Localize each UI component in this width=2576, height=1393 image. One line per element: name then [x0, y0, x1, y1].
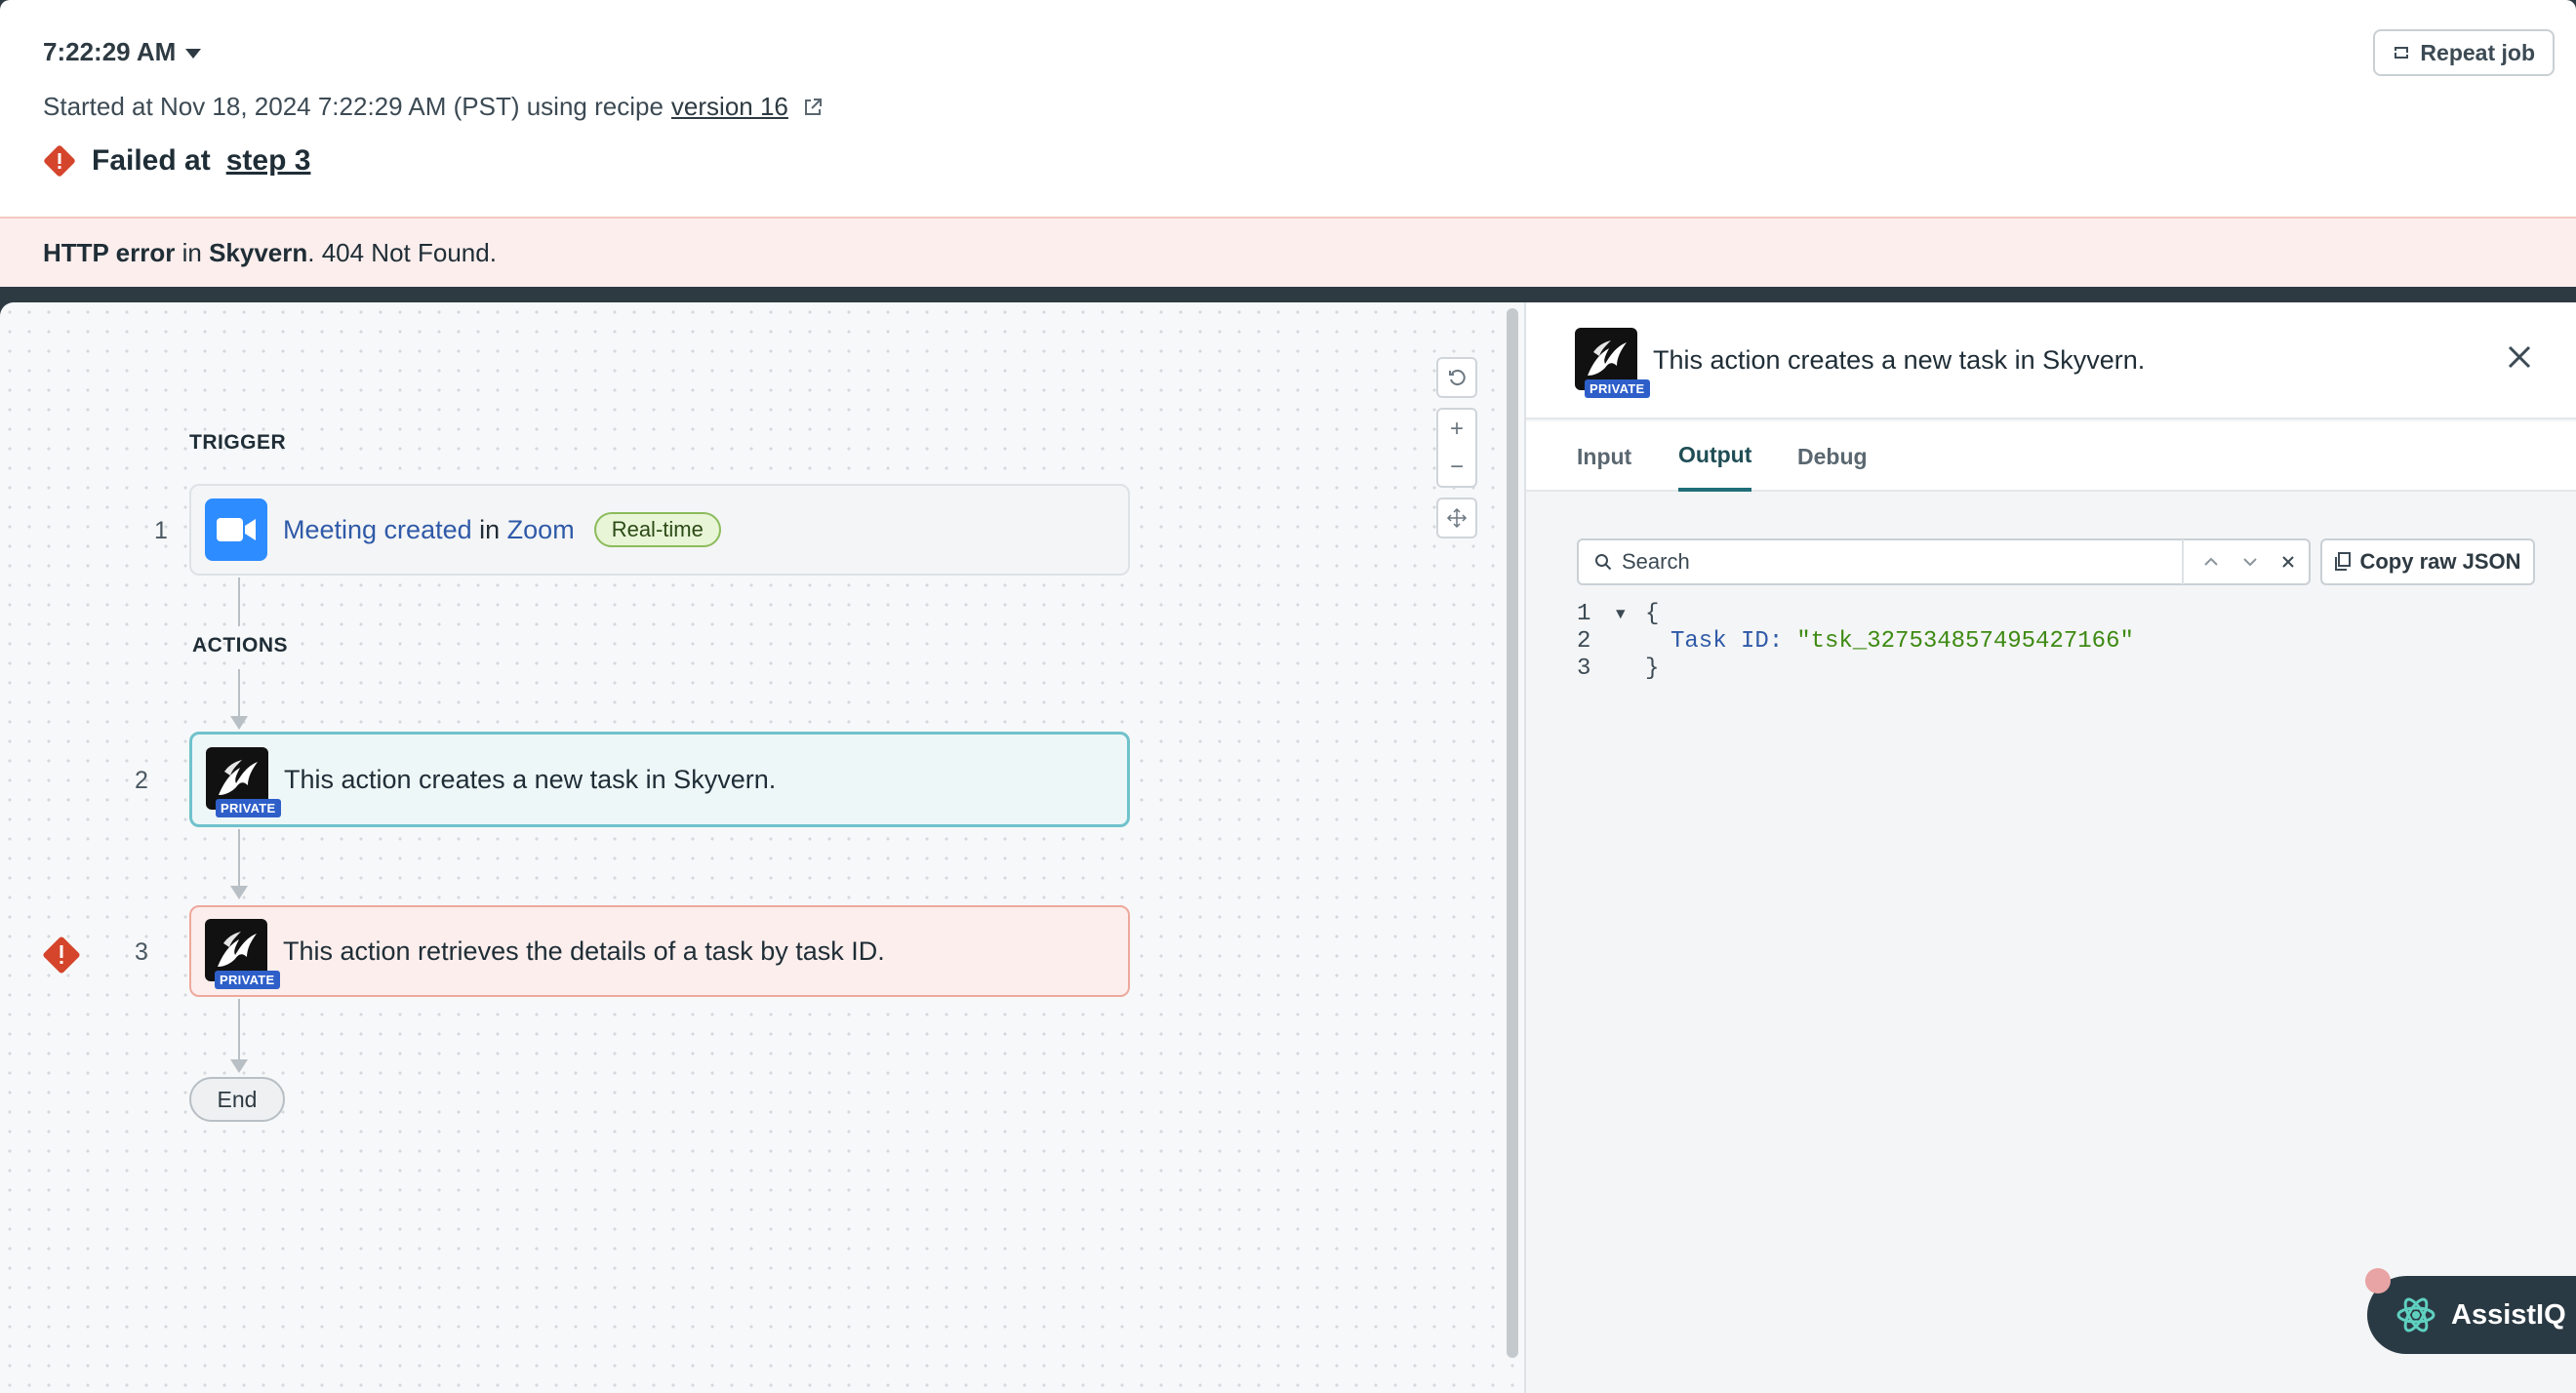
- zoom-app-icon: [205, 498, 267, 561]
- step-number-3: 3: [135, 938, 148, 966]
- realtime-badge: Real-time: [593, 512, 721, 547]
- dragon-icon: [1588, 340, 1627, 376]
- code-line: 3 }: [1577, 656, 2134, 683]
- fit-view-icon: [1446, 507, 1468, 529]
- external-link-icon[interactable]: [802, 97, 824, 118]
- error-banner: HTTP error in Skyvern . 404 Not Found.: [0, 217, 2576, 287]
- code-line: 1 ▼ {: [1577, 601, 2134, 628]
- skyvern-logo: PRIVATE: [205, 919, 280, 989]
- search-icon: [1595, 554, 1612, 571]
- step-card-trigger[interactable]: Meeting created in Zoom Real-time: [189, 484, 1130, 576]
- step-number-2: 2: [135, 767, 148, 794]
- fit-view-button[interactable]: [1436, 498, 1477, 538]
- search-nav: [2182, 539, 2309, 584]
- error-in: in: [181, 237, 202, 267]
- zoom-controls: + −: [1436, 408, 1477, 488]
- zoom-in-icon[interactable]: +: [1449, 415, 1464, 442]
- repeat-job-button[interactable]: Repeat job: [2373, 29, 2555, 76]
- job-time-dropdown[interactable]: 7:22:29 AM: [43, 37, 202, 67]
- code-line: 2 Task ID: "tsk_327534857495427166": [1577, 628, 2134, 656]
- json-output: 1 ▼ { 2 Task ID: "tsk_327534857495427166…: [1577, 601, 2134, 683]
- skyvern-logo: PRIVATE: [1575, 328, 1650, 398]
- actions-section-label: ACTIONS: [192, 634, 288, 657]
- failed-status: Failed at step 3: [43, 144, 310, 178]
- dragon-icon: [219, 760, 258, 795]
- line-number: 1: [1577, 601, 1591, 627]
- failed-step-link[interactable]: step 3: [225, 144, 311, 177]
- recipe-version-link[interactable]: version 16: [670, 92, 788, 121]
- clear-search-icon[interactable]: [2281, 555, 2295, 569]
- step-3-text: This action retrieves the details of a t…: [283, 935, 885, 966]
- json-close-brace: }: [1645, 656, 1660, 682]
- assistiq-button[interactable]: AssistIQ: [2367, 1276, 2576, 1354]
- trigger-event-link[interactable]: Meeting created: [283, 514, 472, 544]
- error-type: HTTP error: [43, 237, 176, 267]
- step-number-1: 1: [154, 517, 168, 544]
- reset-view-button[interactable]: [1436, 357, 1477, 398]
- close-icon[interactable]: [2504, 341, 2535, 373]
- error-app: Skyvern: [209, 237, 308, 267]
- trigger-section-label: TRIGGER: [189, 431, 287, 454]
- canvas-scrollbar[interactable]: [1507, 308, 1518, 1358]
- tab-debug[interactable]: Debug: [1797, 443, 1868, 469]
- panel-tabs: Input Output Debug: [1526, 421, 2576, 492]
- trigger-joiner: in: [479, 514, 501, 544]
- repeat-icon: [2395, 47, 2409, 59]
- end-node: End: [189, 1077, 285, 1122]
- private-tag: PRIVATE: [216, 799, 281, 817]
- repeat-job-label: Repeat job: [2420, 39, 2535, 65]
- notification-dot: [2365, 1268, 2391, 1294]
- arrow-down-icon: [230, 886, 248, 899]
- json-key: Task ID:: [1670, 628, 1784, 655]
- private-tag: PRIVATE: [1585, 379, 1650, 398]
- search-input[interactable]: [1622, 542, 2149, 581]
- job-header: 7:22:29 AM Started at Nov 18, 2024 7:22:…: [0, 0, 2576, 217]
- failed-label: Failed at: [92, 144, 211, 177]
- panel-title: This action creates a new task in Skyver…: [1653, 344, 2146, 375]
- step-error-icon: [43, 936, 80, 974]
- dragon-icon: [218, 932, 257, 967]
- panel-header: PRIVATE This action creates a new task i…: [1526, 302, 2576, 419]
- chevron-down-icon[interactable]: [2242, 556, 2258, 568]
- line-number: 3: [1577, 656, 1591, 682]
- trigger-app-link[interactable]: Zoom: [506, 514, 575, 544]
- atom-icon: [2396, 1297, 2435, 1333]
- step-detail-panel: PRIVATE This action creates a new task i…: [1524, 302, 2576, 1393]
- skyvern-logo: PRIVATE: [206, 747, 281, 817]
- step-card-get-task[interactable]: PRIVATE This action retrieves the detail…: [189, 905, 1130, 997]
- line-number: 2: [1577, 628, 1591, 655]
- private-tag: PRIVATE: [215, 971, 280, 989]
- connector-line: [238, 577, 240, 626]
- copy-icon: [2335, 552, 2352, 571]
- copy-raw-json-button[interactable]: Copy raw JSON: [2320, 538, 2535, 585]
- chevron-up-icon[interactable]: [2203, 556, 2219, 568]
- connector-line: [238, 999, 240, 1061]
- job-time: 7:22:29 AM: [43, 37, 177, 66]
- reset-icon: [1449, 370, 1466, 386]
- error-diamond-icon: [44, 145, 75, 177]
- arrow-down-icon: [230, 1059, 248, 1073]
- json-value: "tsk_327534857495427166": [1796, 628, 2134, 655]
- connector-line: [238, 829, 240, 888]
- arrow-down-icon: [230, 716, 248, 730]
- job-started-info: Started at Nov 18, 2024 7:22:29 AM (PST)…: [43, 92, 824, 122]
- json-open-brace: {: [1645, 601, 1660, 627]
- step-card-create-task[interactable]: PRIVATE This action creates a new task i…: [189, 732, 1130, 827]
- error-message: . 404 Not Found.: [307, 237, 497, 267]
- fold-caret-icon[interactable]: ▼: [1616, 606, 1626, 623]
- output-search: [1577, 538, 2311, 585]
- started-text: Started at Nov 18, 2024 7:22:29 AM (PST)…: [43, 92, 664, 121]
- connector-line: [238, 669, 240, 718]
- caret-down-icon: [185, 48, 202, 59]
- recipe-canvas[interactable]: + − TRIGGER 1 Meeting created in Zoom Re…: [0, 302, 1524, 1393]
- tab-input[interactable]: Input: [1577, 443, 1632, 469]
- assistiq-label: AssistIQ: [2451, 1298, 2566, 1331]
- tab-output[interactable]: Output: [1678, 421, 1752, 492]
- step-2-text: This action creates a new task in Skyver…: [284, 764, 777, 794]
- zoom-out-icon[interactable]: −: [1449, 453, 1464, 480]
- copy-raw-json-label: Copy raw JSON: [2359, 549, 2521, 574]
